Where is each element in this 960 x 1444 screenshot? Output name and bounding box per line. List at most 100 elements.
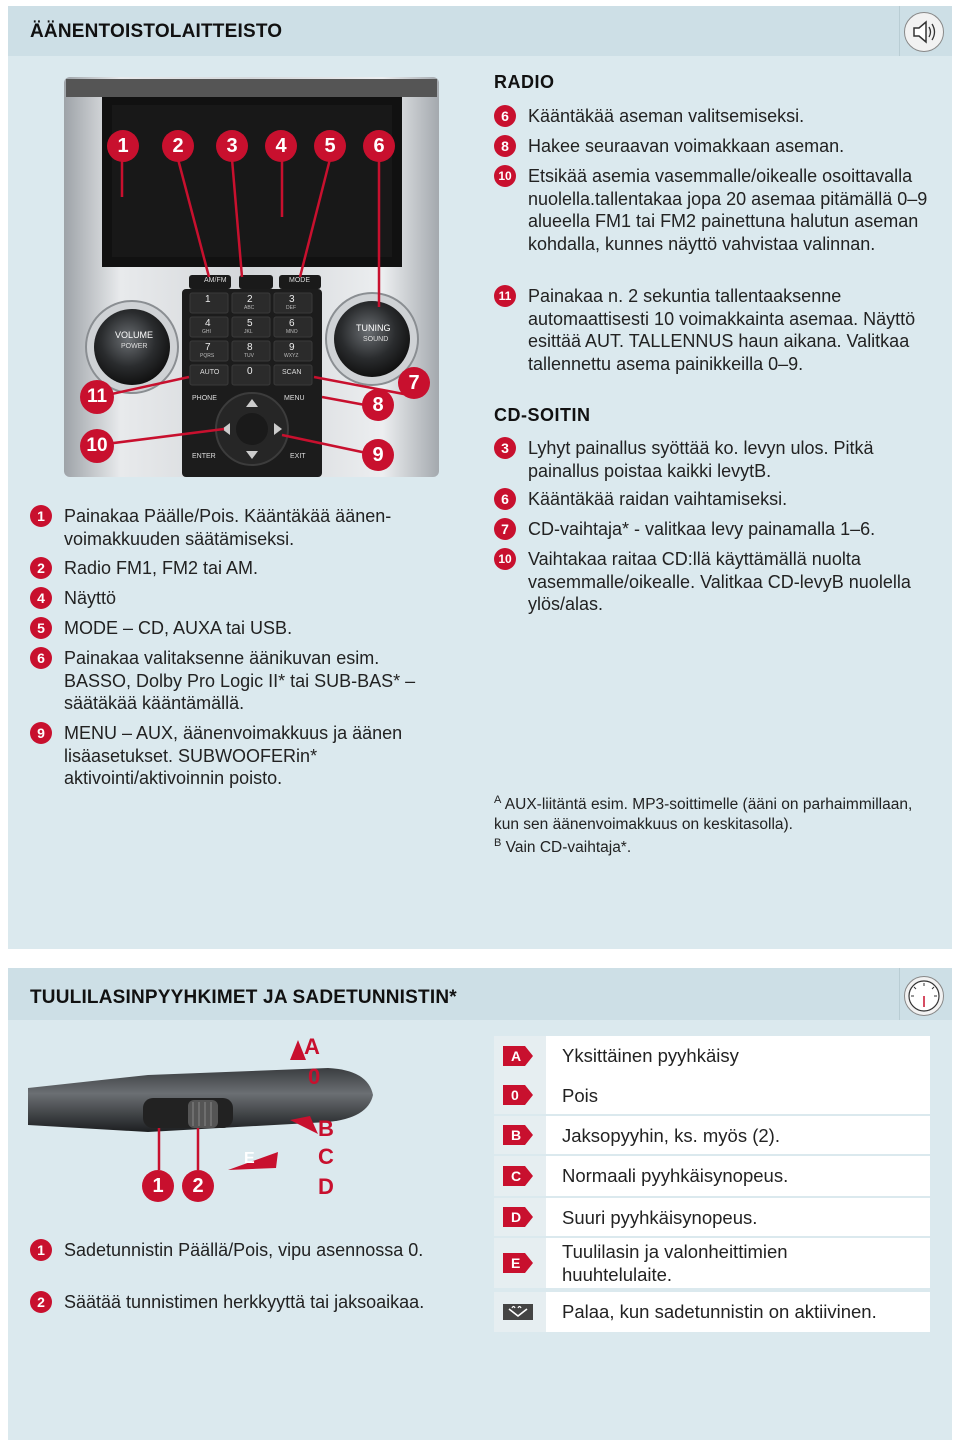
key-5: 5 — [247, 318, 253, 329]
legend-arrow: B — [503, 1125, 533, 1145]
key-0: 0 — [247, 366, 253, 377]
legend-text: Palaa, kun sadetunnistin on aktiivinen. — [562, 1301, 877, 1322]
item-number: 9 — [30, 722, 52, 744]
callout-5: 5 — [314, 130, 346, 162]
volume-label: VOLUME — [115, 330, 154, 340]
legend-arrow: D — [503, 1207, 533, 1227]
item-number: 2 — [30, 1291, 52, 1313]
key-1: 1 — [205, 294, 211, 305]
legend-row: B Jaksopyyhin, ks. myös (2). — [494, 1116, 930, 1154]
item-text: Painakaa n. 2 sekuntia tallentaaksenne a… — [528, 286, 916, 374]
divider — [899, 6, 900, 56]
list-item: 3 Lyhyt painallus syöttää ko. levyn ulos… — [494, 437, 934, 482]
item-text: MENU – AUX, äänenvoimakkuus ja äänen lis… — [64, 723, 403, 788]
callout-1: 1 — [142, 1170, 174, 1202]
callout-7: 7 — [398, 367, 430, 399]
legend-letter: 0 — [511, 1087, 519, 1103]
item-text: Lyhyt painallus syöttää ko. levyn ulos. … — [528, 438, 874, 481]
footnote: A AUX-liitäntä esim. MP3-soittimelle (ää… — [494, 794, 924, 835]
position-0-label: 0 — [308, 1064, 321, 1089]
key-letters-4: GHI — [202, 329, 211, 335]
list-item: 2 Radio FM1, FM2 tai AM. — [30, 557, 470, 580]
legend-label-cell: D — [494, 1198, 546, 1236]
item-text: Radio FM1, FM2 tai AM. — [64, 558, 259, 578]
position-c-label: C — [318, 1144, 334, 1169]
legend-row: D Suuri pyyhkäisynopeus. — [494, 1198, 930, 1236]
legend-row: E Tuulilasin ja valonheittimien huuhtelul… — [494, 1238, 930, 1288]
key-letters-8: TUV — [244, 353, 254, 359]
legend-row: Palaa, kun sadetunnistin on aktiivinen. — [494, 1292, 930, 1332]
list-item: 2 Säätää tunnistimen herkkyyttä tai jaks… — [30, 1291, 450, 1314]
key-9: 9 — [289, 342, 295, 353]
legend-letter: C — [511, 1168, 521, 1184]
wiper-stalk-image: 1 2 A 0 B C D E — [28, 1034, 388, 1220]
callout-4: 4 — [265, 130, 297, 162]
legend-text: Tuulilasin ja valonheittimien huuhtelula… — [562, 1241, 788, 1285]
gauge-icon — [904, 976, 944, 1016]
item-number: 1 — [30, 1239, 52, 1261]
legend-label-cell: B — [494, 1116, 546, 1154]
item-text: Hakee seuraavan voimakkaan aseman. — [528, 136, 845, 156]
item-number: 7 — [494, 518, 516, 540]
item-text: Kääntäkää aseman valitsemiseksi. — [528, 106, 805, 126]
footnote-text: Vain CD-vaihtaja*. — [505, 839, 632, 856]
item-number: 5 — [30, 617, 52, 639]
enter-label: ENTER — [192, 453, 216, 460]
legend-text: Suuri pyyhkäisynopeus. — [562, 1207, 758, 1228]
key-3: 3 — [289, 294, 295, 305]
footnote: B Vain CD-vaihtaja*. — [494, 836, 924, 858]
page-title: ÄÄNENTOISTOLAITTEISTO — [30, 21, 283, 42]
list-item: 6 Kääntäkää raidan vaihtamiseksi. — [494, 488, 934, 511]
scan-label: SCAN — [282, 369, 302, 376]
key-letters-2: ABC — [244, 305, 255, 311]
item-text: Etsikää asemia vasemmalle/oikealle osoit… — [528, 166, 928, 254]
callout-10: 10 — [80, 429, 114, 463]
item-text: CD-vaihtaja* - valitkaa levy painamalla … — [528, 519, 876, 539]
list-item: 4 Näyttö — [30, 587, 470, 610]
list-item: 9 MENU – AUX, äänenvoimakkuus ja äänen l… — [30, 722, 470, 790]
callout-6: 6 — [363, 130, 395, 162]
legend-arrow: 0 — [503, 1085, 533, 1105]
legend-text: Jaksopyyhin, ks. myös (2). — [562, 1125, 780, 1146]
item-text: Säätää tunnistimen herkkyyttä tai jaksoa… — [64, 1292, 425, 1312]
audio-header: ÄÄNENTOISTOLAITTEISTO — [8, 6, 952, 56]
item-number: 3 — [494, 437, 516, 459]
sound-label: SOUND — [363, 336, 389, 343]
legend-label-cell — [494, 1292, 546, 1332]
key-letters-5: JKL — [244, 329, 253, 335]
callout-3: 3 — [216, 130, 248, 162]
key-8: 8 — [247, 342, 253, 353]
list-item: 5 MODE – CD, AUXA tai USB. — [30, 617, 470, 640]
list-item: 6 Kääntäkää aseman valitsemiseksi. — [494, 105, 934, 128]
item-text: Kääntäkää raidan vaihtamiseksi. — [528, 489, 788, 509]
position-a-label: A — [304, 1034, 320, 1059]
list-item: 1 Sadetunnistin Päällä/Pois, vipu asenno… — [30, 1239, 470, 1262]
cd-heading: CD-SOITIN — [494, 405, 591, 425]
legend-arrow: C — [503, 1166, 533, 1186]
legend-label-cell: E — [494, 1238, 546, 1288]
section-title: TUULILASINPYYHKIMET JA SADETUNNISTIN* — [30, 987, 457, 1008]
footnote-mark: B — [494, 836, 502, 849]
key-7: 7 — [205, 342, 211, 353]
legend-label-cell: C — [494, 1156, 546, 1196]
legend-text: Pois — [562, 1085, 598, 1106]
key-4: 4 — [205, 318, 211, 329]
radio-heading: RADIO — [494, 72, 555, 92]
power-label: POWER — [121, 343, 148, 350]
item-number: 10 — [494, 165, 516, 187]
item-text: Painakaa valitaksenne äänikuvan esim. BA… — [64, 648, 416, 713]
key-letters-9: WXYZ — [284, 353, 299, 359]
key-letters-3: DEF — [286, 305, 296, 311]
key-letters-7: PQRS — [200, 353, 215, 359]
legend-label-cell: 0 — [494, 1076, 546, 1114]
legend-letter: B — [511, 1127, 521, 1143]
legend-letter: E — [511, 1255, 520, 1271]
legend-arrow: A — [503, 1046, 533, 1066]
item-number: 10 — [494, 548, 516, 570]
tuning-label: TUNING — [356, 323, 391, 333]
item-text: Sadetunnistin Päällä/Pois, vipu asennoss… — [64, 1240, 424, 1260]
callout-8: 8 — [362, 389, 394, 421]
item-text: Painakaa Päälle/Pois. Kääntäkää äänen-vo… — [64, 505, 470, 550]
item-text-line: Painakaa Päälle/Pois. Kääntäkää äänen- — [64, 506, 392, 526]
